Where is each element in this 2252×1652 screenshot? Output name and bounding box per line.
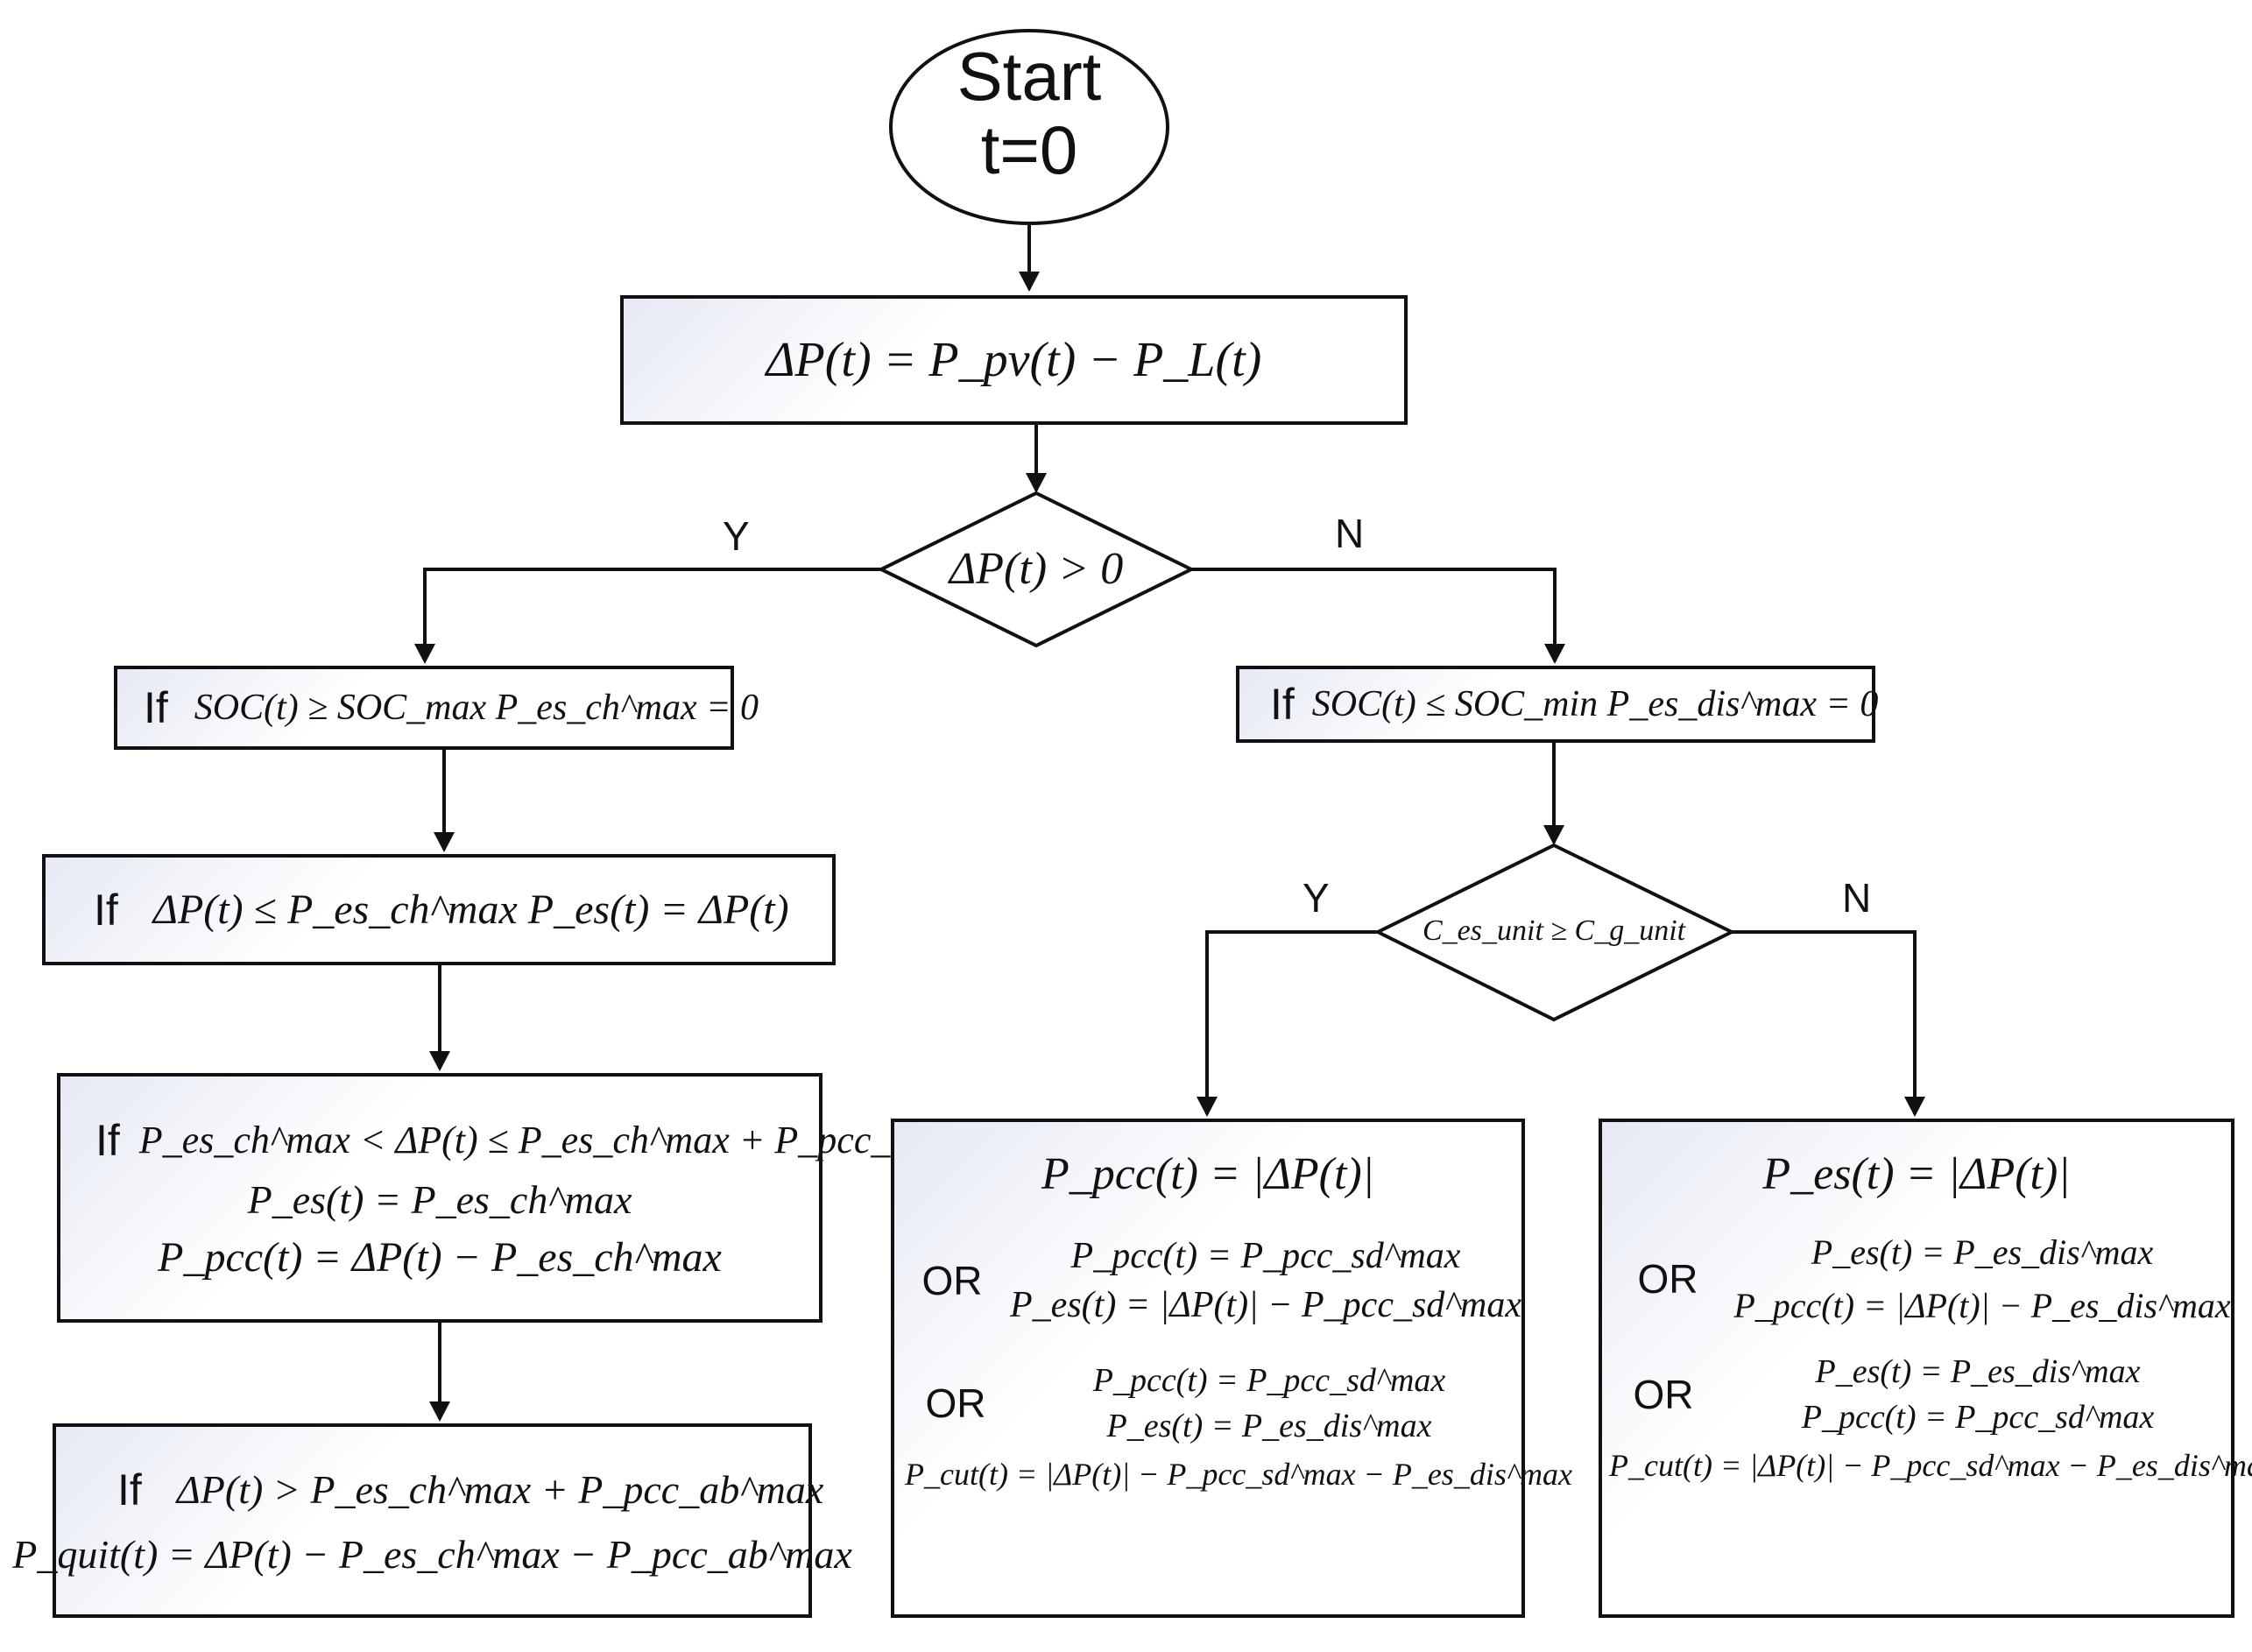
arrowhead — [1026, 473, 1047, 493]
power-balance-box: ΔP(t) = P_pv(t) − P_L(t) — [620, 295, 1408, 425]
left-soc-box: If SOC(t) ≥ SOC_max P_es_ch^max = 0 — [114, 666, 759, 750]
arrowhead — [1543, 825, 1564, 845]
left-soc-formula: SOC(t) ≥ SOC_max P_es_ch^max = 0 — [194, 688, 759, 728]
left-quit-line2: P_quit(t) = ΔP(t) − P_es_ch^max − P_pcc_… — [12, 1531, 852, 1577]
left-charge-pcc-condition: P_es_ch^max < ΔP(t) ≤ P_es_ch^max + P_pc… — [138, 1119, 1010, 1161]
arrowhead — [434, 832, 455, 852]
right-soc-if: If — [1270, 680, 1295, 729]
grid-or1-line1: P_pcc(t) = P_pcc_sd^max — [1070, 1236, 1461, 1276]
grid-or2-line2: P_es(t) = P_es_dis^max — [1106, 1408, 1432, 1444]
storage-supply-box: P_es(t) = |ΔP(t)| OR P_es(t) = P_es_dis^… — [1599, 1119, 2252, 1618]
left-quit-condition: ΔP(t) > P_es_ch^max + P_pcc_ab^max — [176, 1467, 824, 1512]
arrowhead — [1544, 644, 1565, 664]
decision-main-shape — [877, 491, 1196, 648]
grid-supply-box: P_pcc(t) = |ΔP(t)| OR P_pcc(t) = P_pcc_s… — [891, 1119, 1572, 1618]
decision-cost-shape — [1373, 843, 1736, 1022]
grid-or1-line2: P_es(t) = |ΔP(t)| − P_pcc_sd^max — [1010, 1285, 1521, 1325]
storage-supply-line1: P_es(t) = |ΔP(t)| — [1762, 1149, 2071, 1199]
left-charge-if: If — [94, 885, 118, 935]
left-charge-pcc-line2: P_es(t) = P_es_ch^max — [247, 1176, 632, 1222]
storage-or1-label: OR — [1637, 1256, 1698, 1302]
arrowhead — [429, 1401, 450, 1422]
decision-cost-yes-label: Y — [1302, 875, 1330, 921]
decision-cost-no-label: N — [1842, 875, 1872, 921]
grid-supply-line1: P_pcc(t) = |ΔP(t)| — [1041, 1149, 1375, 1199]
left-charge-pcc-line3: P_pcc(t) = ΔP(t) − P_es_ch^max — [158, 1233, 722, 1281]
decision-cost-formula: C_es_unit ≥ C_g_unit — [1423, 914, 1686, 947]
decision-main-yes-label: Y — [723, 513, 750, 559]
left-charge-pcc-box: If P_es_ch^max < ΔP(t) ≤ P_es_ch^max + P… — [57, 1073, 1009, 1323]
grid-or2-line1: P_pcc(t) = P_pcc_sd^max — [1092, 1362, 1446, 1399]
arrow-cost-no — [1732, 930, 1917, 1114]
arrow-no-right — [1191, 568, 1557, 661]
arrow-yes-left — [423, 568, 881, 661]
storage-or2-line2: P_pcc(t) = P_pcc_sd^max — [1801, 1399, 2155, 1436]
arrowhead — [1197, 1097, 1218, 1117]
grid-or2-label: OR — [925, 1380, 986, 1426]
arrowhead — [1904, 1097, 1925, 1117]
decision-main-formula: ΔP(t) > 0 — [949, 544, 1124, 594]
start-time-label: t=0 — [980, 111, 1078, 189]
storage-or2-line1: P_es(t) = P_es_dis^max — [1815, 1353, 2141, 1390]
storage-or2-label: OR — [1633, 1372, 1694, 1417]
power-balance-formula: ΔP(t) = P_pv(t) − P_L(t) — [766, 333, 1262, 387]
storage-or1-line2: P_pcc(t) = |ΔP(t)| − P_es_dis^max — [1733, 1286, 2231, 1325]
left-charge-pcc-if: If — [95, 1115, 120, 1165]
right-soc-box: If SOC(t) ≤ SOC_min P_es_dis^max = 0 — [1236, 666, 1878, 743]
left-quit-if: If — [117, 1465, 142, 1514]
decision-main-no-label: N — [1335, 511, 1365, 556]
arrowhead — [429, 1051, 450, 1071]
left-charge-formula: ΔP(t) ≤ P_es_ch^max P_es(t) = ΔP(t) — [152, 886, 789, 933]
arrow-cost-yes — [1205, 930, 1378, 1114]
grid-or1-label: OR — [921, 1258, 983, 1303]
grid-or2-line3: P_cut(t) = |ΔP(t)| − P_pcc_sd^max − P_es… — [905, 1457, 1572, 1492]
start-node: Start t=0 — [898, 39, 1161, 187]
arrowhead — [414, 644, 435, 664]
storage-or2-line3: P_cut(t) = |ΔP(t)| − P_pcc_sd^max − P_es… — [1609, 1448, 2252, 1483]
right-soc-formula: SOC(t) ≤ SOC_min P_es_dis^max = 0 — [1311, 684, 1879, 724]
left-charge-box: If ΔP(t) ≤ P_es_ch^max P_es(t) = ΔP(t) — [42, 854, 836, 965]
start-label: Start — [957, 38, 1102, 115]
arrowhead — [1019, 272, 1040, 292]
left-soc-if: If — [144, 683, 168, 732]
storage-or1-line1: P_es(t) = P_es_dis^max — [1811, 1232, 2154, 1272]
left-quit-box: If ΔP(t) > P_es_ch^max + P_pcc_ab^max P_… — [12, 1423, 852, 1618]
